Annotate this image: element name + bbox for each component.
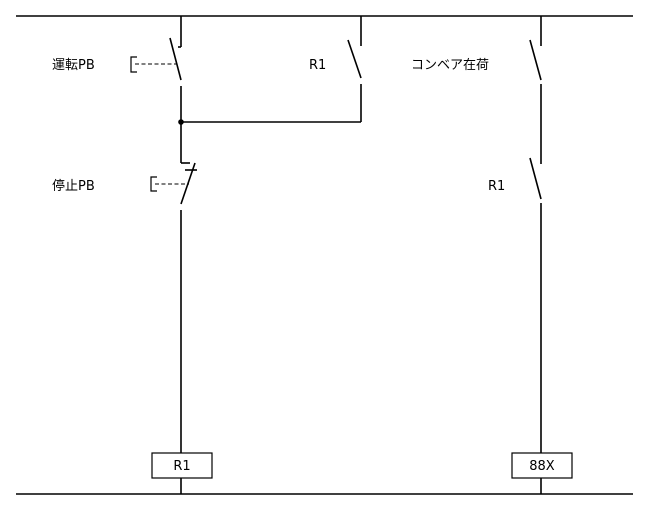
r1-self-hold-contact [347, 39, 362, 79]
r1-series-contact [529, 157, 542, 200]
run-pb-contact [130, 37, 182, 81]
r1-series-blade [529, 157, 542, 200]
x88-coil-label: 88X [529, 459, 555, 474]
r1-self-hold-label: R1 [309, 58, 326, 73]
pushbutton-icon [150, 176, 157, 192]
stop-pb-contact [150, 162, 197, 205]
pushbutton-icon [130, 56, 137, 73]
conveyor-stock-blade [529, 39, 542, 81]
r1-series-label: R1 [488, 179, 505, 194]
r1-hold-blade [347, 39, 362, 79]
junction-dot [178, 119, 184, 125]
conveyor-stock-contact [529, 39, 542, 81]
stop-pb-label: 停止PB [52, 178, 95, 194]
run-pb-label: 運転PB [52, 58, 95, 73]
run-pb-blade [169, 37, 182, 81]
conveyor-stock-label: コンベア在荷 [411, 58, 489, 73]
r1-coil-label: R1 [173, 459, 190, 474]
x88-coil [511, 452, 573, 479]
r1-coil [151, 452, 213, 479]
